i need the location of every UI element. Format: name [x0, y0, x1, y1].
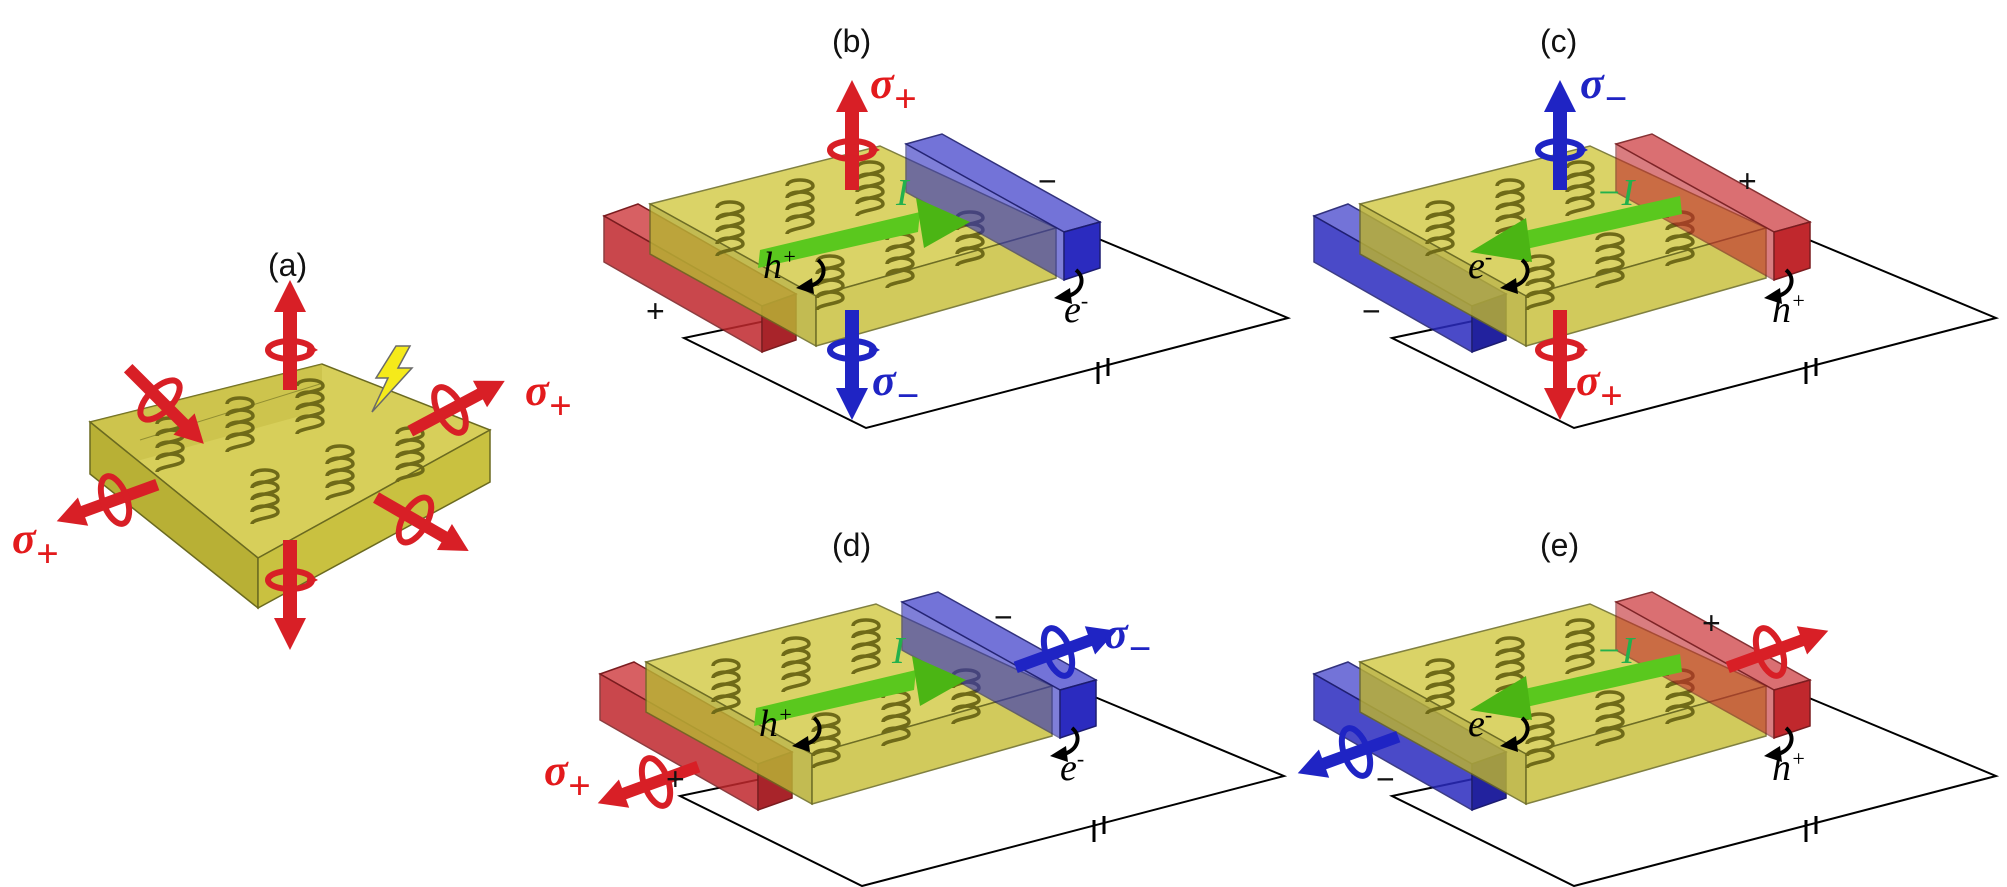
- hole-label: h+: [1772, 746, 1806, 789]
- circuit-wire: [680, 231, 1292, 430]
- panel-label-c: (c): [1540, 23, 1577, 59]
- circuit-wire: [1388, 689, 2000, 887]
- positive-sign: +: [1702, 605, 1721, 641]
- sigma-plus-label: σ+: [1576, 356, 1623, 418]
- circuit-wire: [1388, 231, 2000, 430]
- battery-icon: [1804, 358, 1818, 384]
- battery-icon: [1804, 816, 1818, 842]
- negative-electrode: [904, 133, 1102, 282]
- positive-sign: +: [666, 761, 685, 797]
- electron-label: e-: [1064, 288, 1088, 331]
- panel-d: (d): [544, 527, 1288, 887]
- circuit-wire: [676, 689, 1288, 887]
- negative-sign: −: [1376, 761, 1395, 797]
- positive-sign: +: [1738, 163, 1757, 199]
- sigma-minus-label: σ−: [1104, 609, 1152, 671]
- sigma-minus-label: σ−: [1580, 59, 1628, 121]
- current-arrow: [754, 656, 966, 726]
- panel-e: (e): [1289, 527, 2000, 887]
- lightning-bolt-icon: [371, 345, 414, 413]
- electron-label: e-: [1468, 244, 1492, 287]
- current-arrow: [1470, 196, 1682, 262]
- sigma-plus-label: σ+: [544, 746, 591, 808]
- negative-sign: −: [1038, 163, 1057, 199]
- panel-b: (b): [602, 23, 1292, 430]
- current-label: −I: [1596, 172, 1637, 214]
- negative-sign: −: [994, 599, 1013, 635]
- panel-label-e: (e): [1540, 527, 1579, 563]
- electron-label: e-: [1060, 746, 1084, 789]
- electron-label: e-: [1468, 702, 1492, 745]
- current-label: −I: [1596, 630, 1637, 672]
- panel-label-a: (a): [268, 247, 307, 283]
- film-a: [88, 363, 492, 610]
- sigma-plus-label: σ+: [12, 514, 59, 576]
- positive-sign: +: [646, 293, 665, 329]
- negative-sign: −: [1362, 293, 1381, 329]
- sigma-minus-label: σ−: [872, 356, 920, 418]
- panel-label-b: (b): [832, 23, 871, 59]
- hole-label: h+: [763, 244, 797, 287]
- negative-electrode: [900, 591, 1098, 740]
- current-label: I: [891, 630, 907, 672]
- positive-electrode: [1614, 133, 1812, 282]
- current-label: I: [895, 172, 911, 214]
- battery-icon: [1092, 816, 1106, 842]
- sigma-plus-label: σ+: [525, 366, 572, 428]
- hole-label: h+: [759, 702, 793, 745]
- hole-label: h+: [1772, 288, 1806, 331]
- current-arrow: [758, 198, 970, 268]
- panel-label-d: (d): [832, 527, 871, 563]
- panel-c: (c): [1312, 23, 2000, 430]
- battery-icon: [1096, 358, 1110, 384]
- sigma-plus-label: σ+: [870, 59, 917, 121]
- panel-a: (a) σ+ σ+: [12, 247, 572, 650]
- current-arrow: [1470, 654, 1682, 720]
